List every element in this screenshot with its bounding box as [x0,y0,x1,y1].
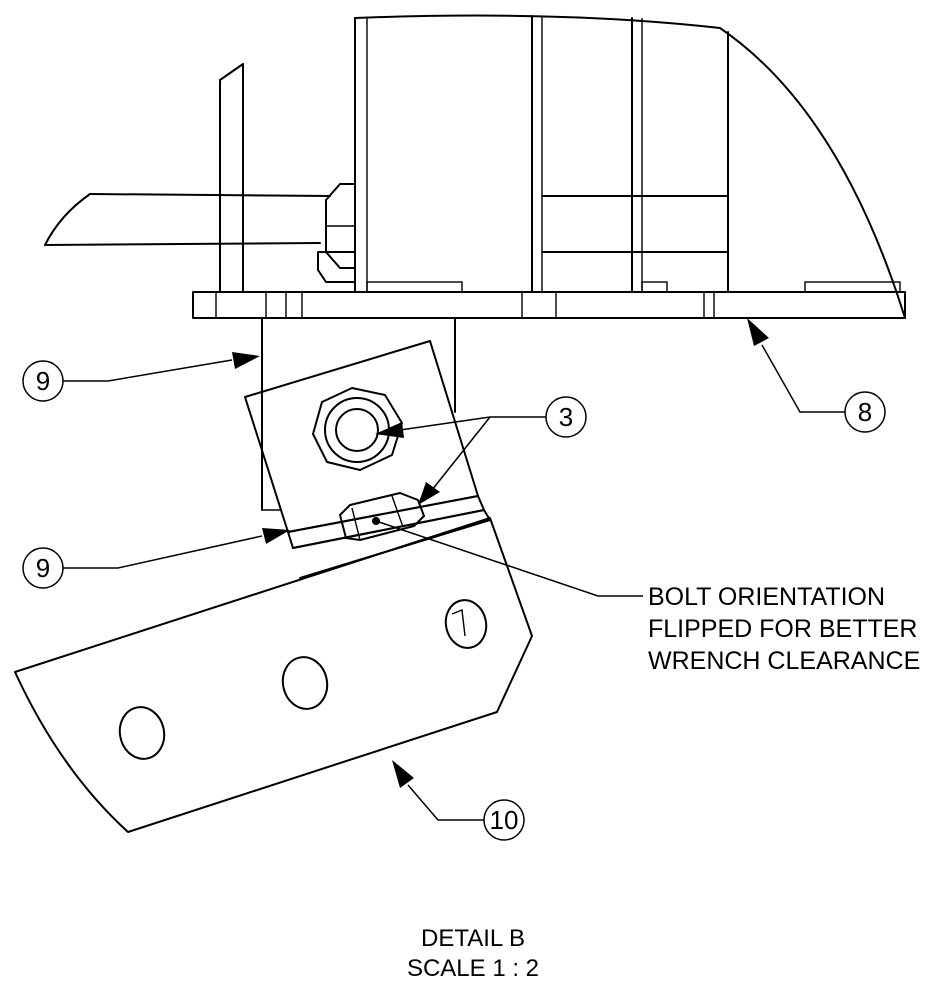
detail-title: DETAIL B [421,925,525,952]
note-line-1: BOLT ORIENTATION [648,583,885,611]
balloon-3-label: 3 [559,402,573,432]
balloon-10: 10 [483,799,525,841]
balloon-8: 8 [844,391,886,433]
balloon-9-lower-label: 9 [36,553,50,583]
bolt-orientation-note: BOLT ORIENTATION FLIPPED FOR BETTER WREN… [648,583,920,675]
balloon-9-upper: 9 [22,360,64,402]
flipped-bolt-head [339,492,425,541]
rotated-clamp-block [244,340,491,579]
balloon-9-lower: 9 [22,547,64,589]
balloon-8-label: 8 [858,397,872,427]
balloon-3: 3 [545,396,587,438]
upper-frame-assembly [44,14,906,319]
note-line-3: WRENCH CLEARANCE [648,647,920,675]
vertical-bracket [261,317,456,511]
angled-mounting-plate [14,517,533,833]
balloon-9-upper-label: 9 [36,366,50,396]
balloon-10-label: 10 [490,805,519,835]
note-line-2: FLIPPED FOR BETTER [648,615,917,643]
detail-title-block: DETAIL B SCALE 1 : 2 [407,925,539,982]
detail-scale: SCALE 1 : 2 [407,955,539,982]
leader-lines [63,318,845,821]
